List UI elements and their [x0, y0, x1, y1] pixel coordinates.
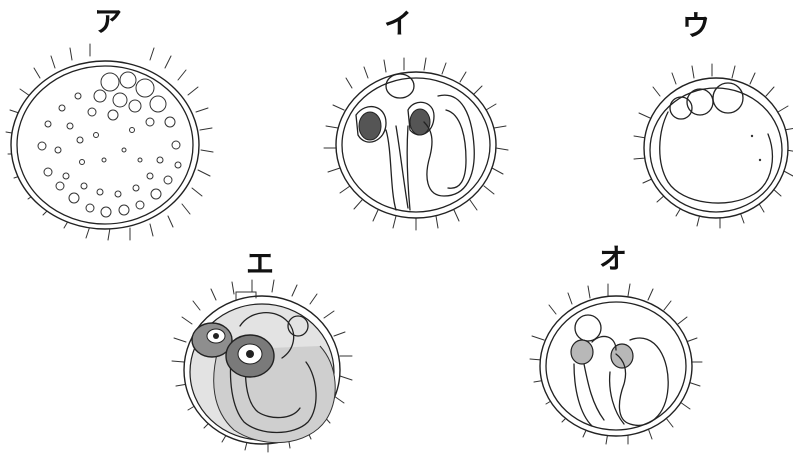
embryo-d [172, 280, 352, 452]
embryo-a [6, 44, 213, 240]
embryo-c [634, 64, 793, 228]
embryo-e [530, 284, 702, 444]
embryo-b [324, 58, 508, 230]
